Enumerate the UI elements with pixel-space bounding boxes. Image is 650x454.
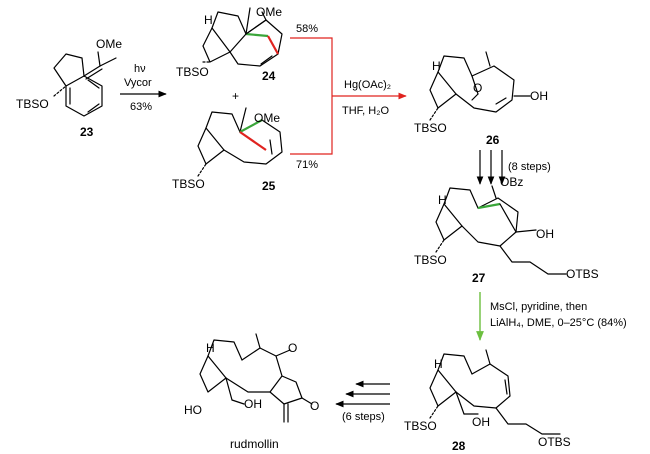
rud-o-ring: O bbox=[288, 341, 297, 355]
c28-oh: OH bbox=[472, 415, 490, 429]
rudmollin-label: rudmollin bbox=[230, 437, 279, 451]
rud-ho: HO bbox=[184, 403, 202, 417]
compound-23: OMe TBSO 23 bbox=[16, 37, 122, 139]
rud-oh: OH bbox=[244, 397, 262, 411]
compound-27: H OBz OH TBSO OTBS 27 bbox=[414, 175, 599, 285]
c28-tbso: TBSO bbox=[404, 419, 437, 433]
compound-28-label: 28 bbox=[452, 439, 466, 453]
c27-oh: OH bbox=[536, 227, 554, 241]
step3-conditions: (8 steps) bbox=[508, 161, 551, 173]
compound-28-structure bbox=[429, 349, 561, 435]
c27-otbs: OTBS bbox=[566, 267, 599, 281]
yield-25: 71% bbox=[296, 159, 318, 171]
step1-arrow-group: hν Vycor 63% bbox=[120, 63, 167, 113]
c28-otbs: OTBS bbox=[538, 435, 571, 449]
compound-26: H O OH TBSO 26 bbox=[414, 51, 548, 147]
c23-tbso: TBSO bbox=[16, 97, 49, 111]
compound-24: H OMe TBSO 24 bbox=[176, 5, 283, 83]
compound-27-structure bbox=[435, 185, 567, 275]
step1-line1: hν bbox=[134, 63, 146, 75]
step2-solvent: THF, H₂O bbox=[342, 105, 389, 117]
step1-yield: 63% bbox=[130, 101, 152, 113]
compound-24-label: 24 bbox=[262, 69, 276, 83]
compound-23-structure bbox=[53, 51, 117, 117]
compound-26-label: 26 bbox=[486, 133, 500, 147]
c24-h: H bbox=[204, 13, 213, 27]
compound-28: H TBSO OH OTBS 28 bbox=[404, 349, 571, 453]
compound-26-structure bbox=[429, 51, 531, 121]
c28-h: H bbox=[434, 357, 443, 371]
c26-h: H bbox=[432, 59, 441, 73]
step1-line2: Vycor bbox=[124, 77, 152, 89]
c25-ome: OMe bbox=[254, 111, 280, 125]
c26-o: O bbox=[473, 81, 482, 95]
compound-25-structure bbox=[197, 107, 283, 177]
triple-arrow bbox=[476, 150, 506, 185]
red-bracket-lines bbox=[290, 37, 333, 155]
rudmollin-structure bbox=[199, 333, 313, 423]
c26-tbso: TBSO bbox=[414, 121, 447, 135]
compound-rudmollin: H O O HO OH rudmollin bbox=[184, 333, 319, 451]
c25-tbso: TBSO bbox=[172, 177, 205, 191]
rud-h: H bbox=[206, 341, 215, 355]
c26-oh: OH bbox=[530, 89, 548, 103]
step4-line1: MsCl, pyridine, then bbox=[490, 301, 587, 313]
step2-reagent: Hg(OAc)₂ bbox=[344, 79, 391, 91]
rud-o-carbonyl: O bbox=[310, 399, 319, 413]
step4-line2: LiAlH₄, DME, 0–25°C (84%) bbox=[490, 317, 627, 329]
c27-tbso: TBSO bbox=[414, 253, 447, 267]
c23-ome: OMe bbox=[96, 37, 122, 51]
yield-24: 58% bbox=[296, 23, 318, 35]
red-bracket bbox=[290, 37, 407, 155]
compound-24-structure bbox=[202, 7, 283, 67]
triple-arrow-left bbox=[335, 380, 390, 408]
c24-tbso: TBSO bbox=[176, 65, 209, 79]
c27-obz: OBz bbox=[500, 175, 523, 189]
compound-25: OMe TBSO 25 bbox=[172, 107, 283, 193]
compound-23-label: 23 bbox=[80, 125, 94, 139]
compound-25-label: 25 bbox=[262, 179, 276, 193]
compound-27-label: 27 bbox=[472, 271, 486, 285]
c27-h: H bbox=[438, 193, 447, 207]
step5-conditions: (6 steps) bbox=[342, 411, 385, 423]
c24-ome: OMe bbox=[256, 5, 282, 19]
plus-sign: + bbox=[232, 89, 239, 103]
